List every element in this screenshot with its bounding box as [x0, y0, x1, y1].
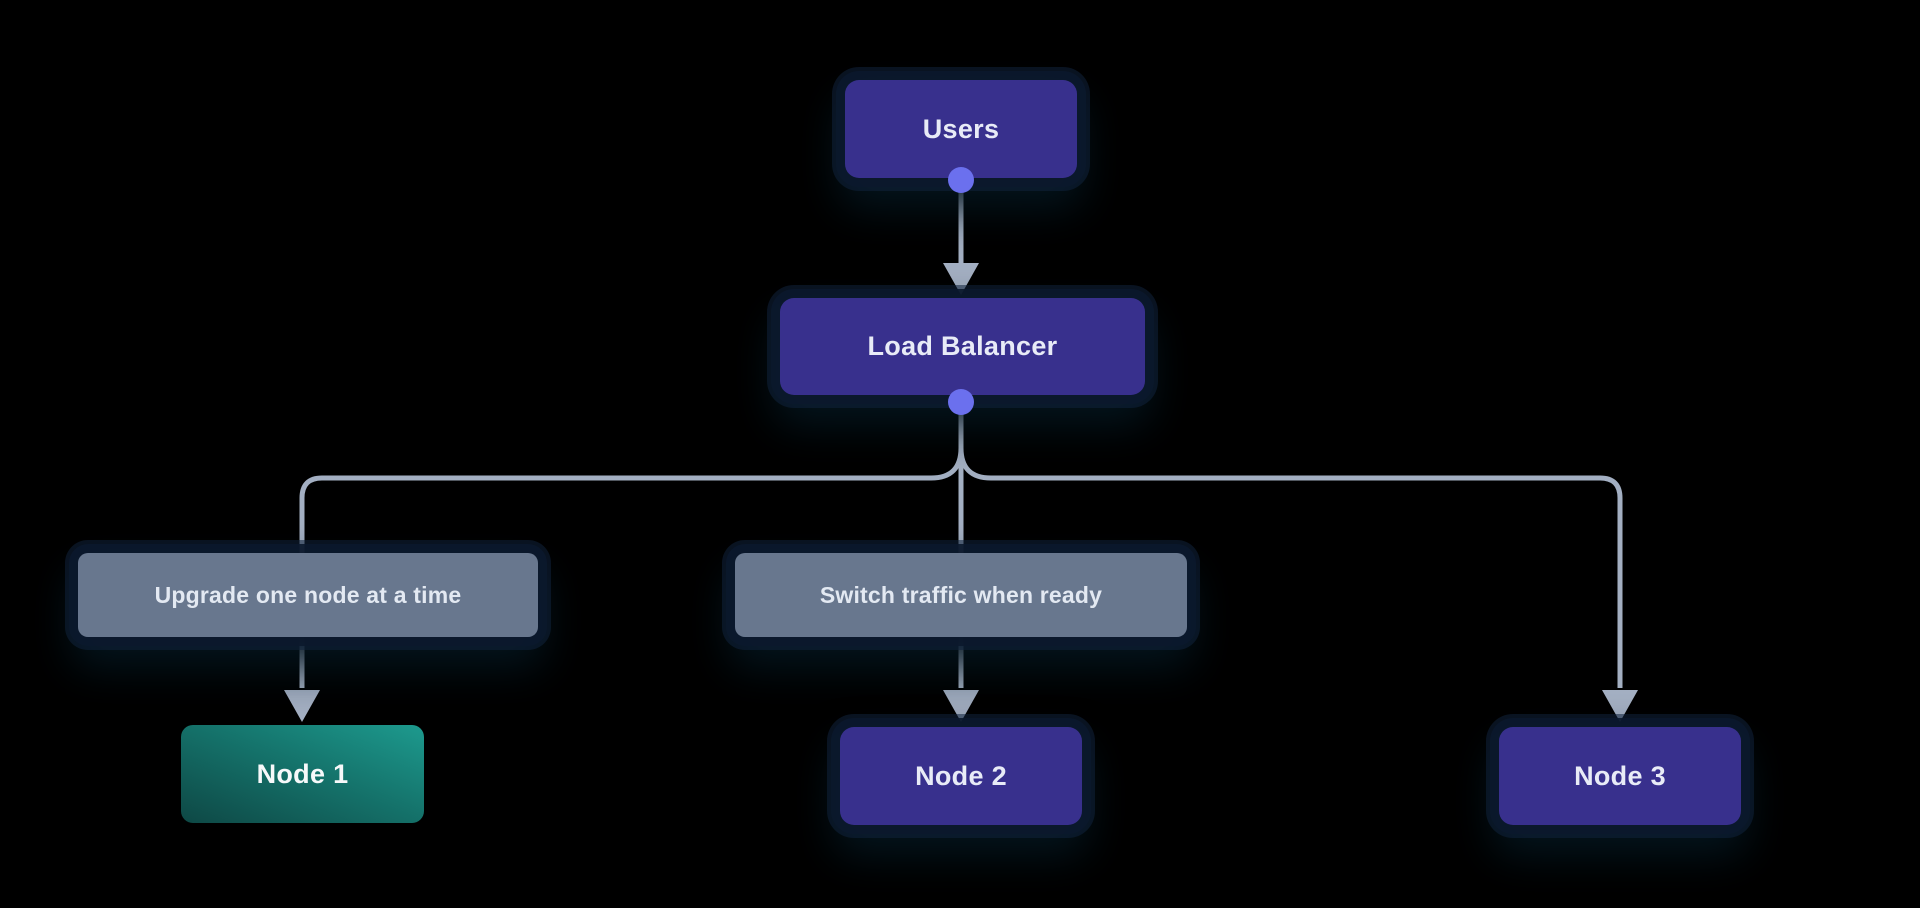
node-load-balancer-label: Load Balancer: [867, 331, 1058, 361]
node-2: Node 2: [840, 727, 1082, 825]
node-2-label: Node 2: [915, 760, 1007, 791]
connector-dot-users: [948, 167, 974, 193]
arrowhead-node2: [943, 690, 979, 722]
edge-label-switch-text: Switch traffic when ready: [819, 581, 1103, 608]
edge-load-balancer-to-node1: [284, 447, 964, 722]
arrowhead-node1: [284, 690, 320, 722]
connector-dot-load-balancer: [948, 389, 974, 415]
edge-load-balancer-to-node3: [958, 447, 1638, 722]
arrowhead-node3: [1602, 690, 1638, 722]
arrowhead-load-balancer: [943, 263, 979, 295]
edge-label-switch: Switch traffic when ready: [735, 553, 1187, 637]
node-load-balancer: Load Balancer: [780, 298, 1145, 395]
node-1: Node 1: [181, 725, 424, 823]
edge-label-upgrade: Upgrade one node at a time: [78, 553, 538, 637]
node-users-label: Users: [922, 113, 1000, 144]
node-3-label: Node 3: [1574, 760, 1666, 791]
node-1-label: Node 1: [256, 758, 349, 789]
edge-label-upgrade-text: Upgrade one node at a time: [154, 581, 462, 608]
node-3: Node 3: [1499, 727, 1741, 825]
node-users: Users: [845, 80, 1077, 178]
edge-users-to-load-balancer: [943, 186, 979, 295]
